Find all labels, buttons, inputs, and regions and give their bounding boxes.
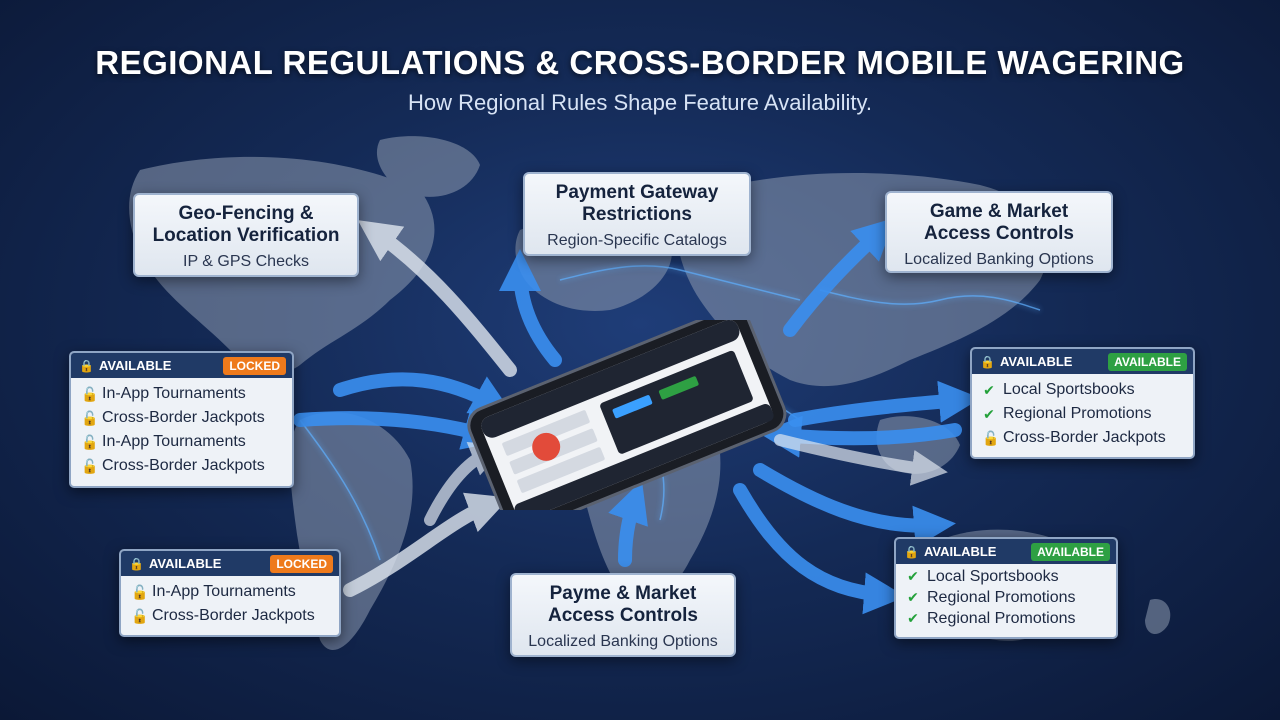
lock-icon: 🔒	[980, 354, 995, 369]
lock-icon: 🔒	[129, 556, 144, 571]
check-icon: ✔	[907, 568, 919, 584]
lock-icon: 🔓	[81, 458, 99, 474]
panel-header: 🔒 AVAILABLE LOCKED	[71, 353, 292, 378]
payme-market-box: Payme & Market Access Controls Localized…	[510, 573, 736, 657]
lock-icon: 🔒	[79, 358, 94, 373]
geo-sub: IP & GPS Checks	[183, 253, 309, 270]
list-item: 🔓Cross-Border Jackpots	[982, 426, 1185, 450]
list-item: 🔓Cross-Border Jackpots	[81, 406, 284, 430]
game-heading-1: Game & Market	[929, 201, 1069, 222]
payme-sub: Localized Banking Options	[528, 633, 718, 650]
lock-icon: 🔓	[81, 386, 99, 402]
panel-status: AVAILABLE	[1000, 354, 1073, 369]
lock-icon: 🔓	[131, 608, 149, 624]
list-item: ✔Local Sportsbooks	[982, 378, 1185, 402]
lock-icon: 🔒	[904, 544, 919, 559]
panel-status: AVAILABLE	[149, 556, 222, 571]
smartphone-illustration	[467, 320, 787, 510]
game-market-box: Game & Market Access Controls Localized …	[885, 191, 1113, 273]
lock-icon: 🔓	[982, 430, 1000, 446]
flow-arrows	[293, 217, 981, 615]
list-item: 🔓Cross-Border Jackpots	[81, 454, 284, 478]
payment-heading-1: Payment Gateway	[555, 182, 719, 203]
game-heading-2: Access Controls	[924, 223, 1074, 244]
feature-panel-right-bottom: 🔒AVAILABLE AVAILABLE ✔Local Sportsbooks …	[894, 537, 1118, 639]
status-badge: AVAILABLE	[1108, 352, 1187, 371]
status-badge: LOCKED	[270, 554, 333, 573]
panel-status: AVAILABLE	[924, 544, 997, 559]
panel-status: AVAILABLE	[99, 358, 172, 373]
geo-heading-1: Geo-Fencing &	[178, 203, 314, 224]
list-item: ✔Regional Promotions	[907, 589, 1076, 606]
check-icon: ✔	[983, 382, 995, 398]
status-badge: LOCKED	[223, 356, 286, 375]
list-item: ✔Regional Promotions	[982, 402, 1185, 426]
geo-fencing-box: Geo-Fencing & Location Verification IP &…	[133, 193, 359, 277]
list-item: 🔓In-App Tournaments	[81, 430, 284, 454]
lock-icon: 🔓	[81, 434, 99, 450]
panel-header: 🔒 AVAILABLE AVAILABLE	[972, 349, 1193, 374]
list-item: 🔓In-App Tournaments	[131, 580, 331, 604]
feature-panel-left-top: 🔒 AVAILABLE LOCKED 🔓In-App Tournaments 🔓C…	[69, 351, 294, 488]
list-item: ✔Regional Promotions	[907, 610, 1076, 627]
list-item: 🔓In-App Tournaments	[81, 382, 284, 406]
payment-sub: Region-Specific Catalogs	[547, 232, 727, 249]
lock-icon: 🔓	[81, 410, 99, 426]
page-subtitle: How Regional Rules Shape Feature Availab…	[408, 90, 872, 115]
panel-header: 🔒 AVAILABLE LOCKED	[121, 551, 339, 576]
geo-heading-2: Location Verification	[152, 225, 340, 246]
feature-panel-left-bottom: 🔒 AVAILABLE LOCKED 🔓In-App Tournaments 🔓C…	[119, 549, 341, 637]
game-sub: Localized Banking Options	[904, 251, 1094, 268]
check-icon: ✔	[983, 406, 995, 422]
check-icon: ✔	[907, 589, 919, 605]
feature-panel-right-top: 🔒AVAILABLE AVAILABLE ✔Local Sportsbooks …	[970, 347, 1195, 459]
payment-heading-2: Restrictions	[582, 204, 692, 225]
panel-header: 🔒 AVAILABLE AVAILABLE	[896, 539, 1116, 564]
payment-gateway-box: Payment Gateway Restrictions Region-Spec…	[523, 172, 751, 256]
list-item: 🔓Cross-Border Jackpots	[131, 604, 331, 628]
page-title: REGIONAL REGULATIONS & CROSS-BORDER MOBI…	[95, 44, 1185, 81]
payme-heading-2: Access Controls	[548, 605, 698, 626]
payme-heading-1: Payme & Market	[549, 583, 697, 604]
status-badge: AVAILABLE	[1031, 542, 1110, 561]
lock-icon: 🔓	[131, 584, 149, 600]
list-item: ✔Local Sportsbooks	[907, 568, 1059, 585]
check-icon: ✔	[907, 610, 919, 626]
